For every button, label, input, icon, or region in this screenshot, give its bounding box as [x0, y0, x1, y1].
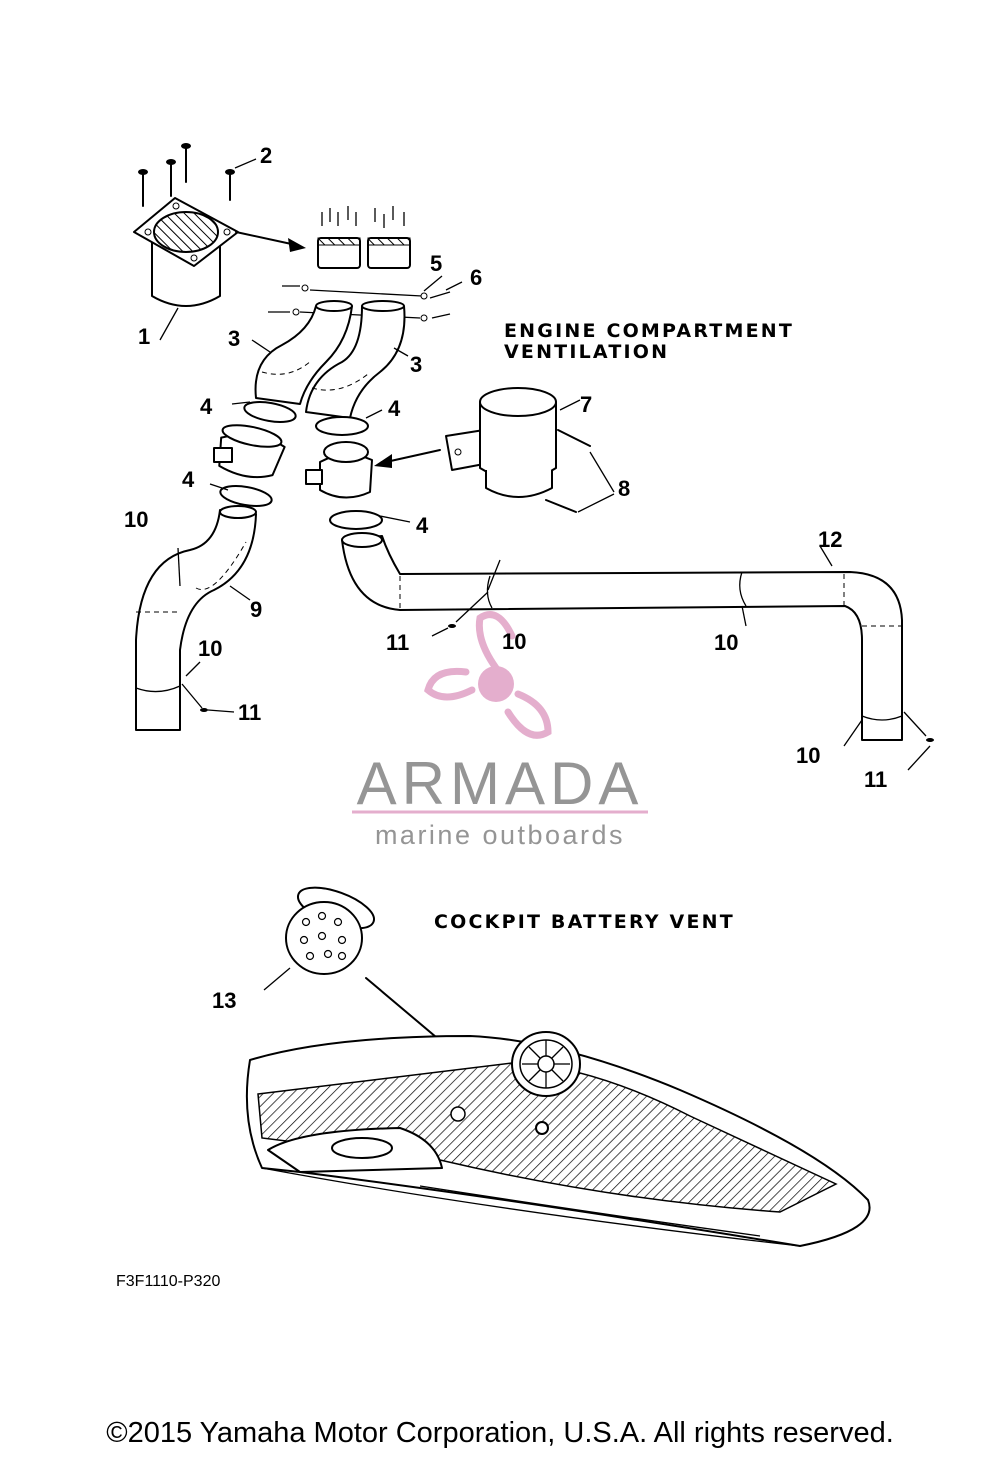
- callout-4: 4: [388, 396, 401, 421]
- heading-engine-line-2: VENTILATION: [504, 341, 669, 363]
- callout-10: 10: [502, 629, 526, 654]
- blower-part-7: [445, 387, 615, 513]
- propeller-icon: [424, 611, 552, 739]
- callout-5: 5: [430, 251, 442, 276]
- left-duct-part-9: [135, 505, 257, 731]
- callout-labels: 1 2 3 3 4 4 4 4 5 6 7 8 9 10 10 10 10 10…: [124, 143, 887, 1013]
- callout-11: 11: [238, 700, 261, 725]
- callout-2: 2: [260, 143, 272, 168]
- callout-3: 3: [228, 326, 240, 351]
- callout-4: 4: [182, 467, 195, 492]
- callout-8: 8: [618, 476, 630, 501]
- heading-cockpit: COCKPIT BATTERY VENT: [434, 911, 735, 933]
- callout-3: 3: [410, 352, 422, 377]
- cockpit-console: [245, 1031, 871, 1247]
- callout-11: 11: [386, 630, 409, 655]
- heading-engine-line-1: ENGINE COMPARTMENT: [504, 320, 794, 342]
- armada-logo: ARMADA marine outboards: [352, 611, 648, 850]
- callout-1: 1: [138, 324, 150, 349]
- screws-part-2: [138, 143, 257, 207]
- rings-part-4: [209, 401, 411, 530]
- callout-12: 12: [818, 527, 842, 552]
- copyright-notice: ©2015 Yamaha Motor Corporation, U.S.A. A…: [106, 1417, 894, 1449]
- callout-7: 7: [580, 392, 592, 417]
- callout-10: 10: [124, 507, 148, 532]
- vent-part-1: [133, 197, 306, 341]
- callout-6: 6: [470, 265, 482, 290]
- long-duct-part-12: [341, 532, 934, 771]
- watermark-tagline: marine outboards: [375, 820, 625, 850]
- callout-10: 10: [198, 636, 222, 661]
- vent-sleeves-inset: [317, 206, 411, 269]
- callout-4: 4: [416, 513, 429, 538]
- blower-fans: [213, 424, 441, 499]
- callout-11: 11: [864, 767, 887, 792]
- callout-10: 10: [714, 630, 738, 655]
- callout-10: 10: [796, 743, 820, 768]
- callout-13: 13: [212, 988, 236, 1013]
- elbows-part-3: [251, 300, 409, 419]
- figure-code: F3F1110-P320: [116, 1273, 220, 1290]
- console-speaker: [511, 1031, 581, 1097]
- callout-9: 9: [250, 597, 262, 622]
- callout-4: 4: [200, 394, 213, 419]
- watermark-brand: ARMADA: [357, 750, 644, 817]
